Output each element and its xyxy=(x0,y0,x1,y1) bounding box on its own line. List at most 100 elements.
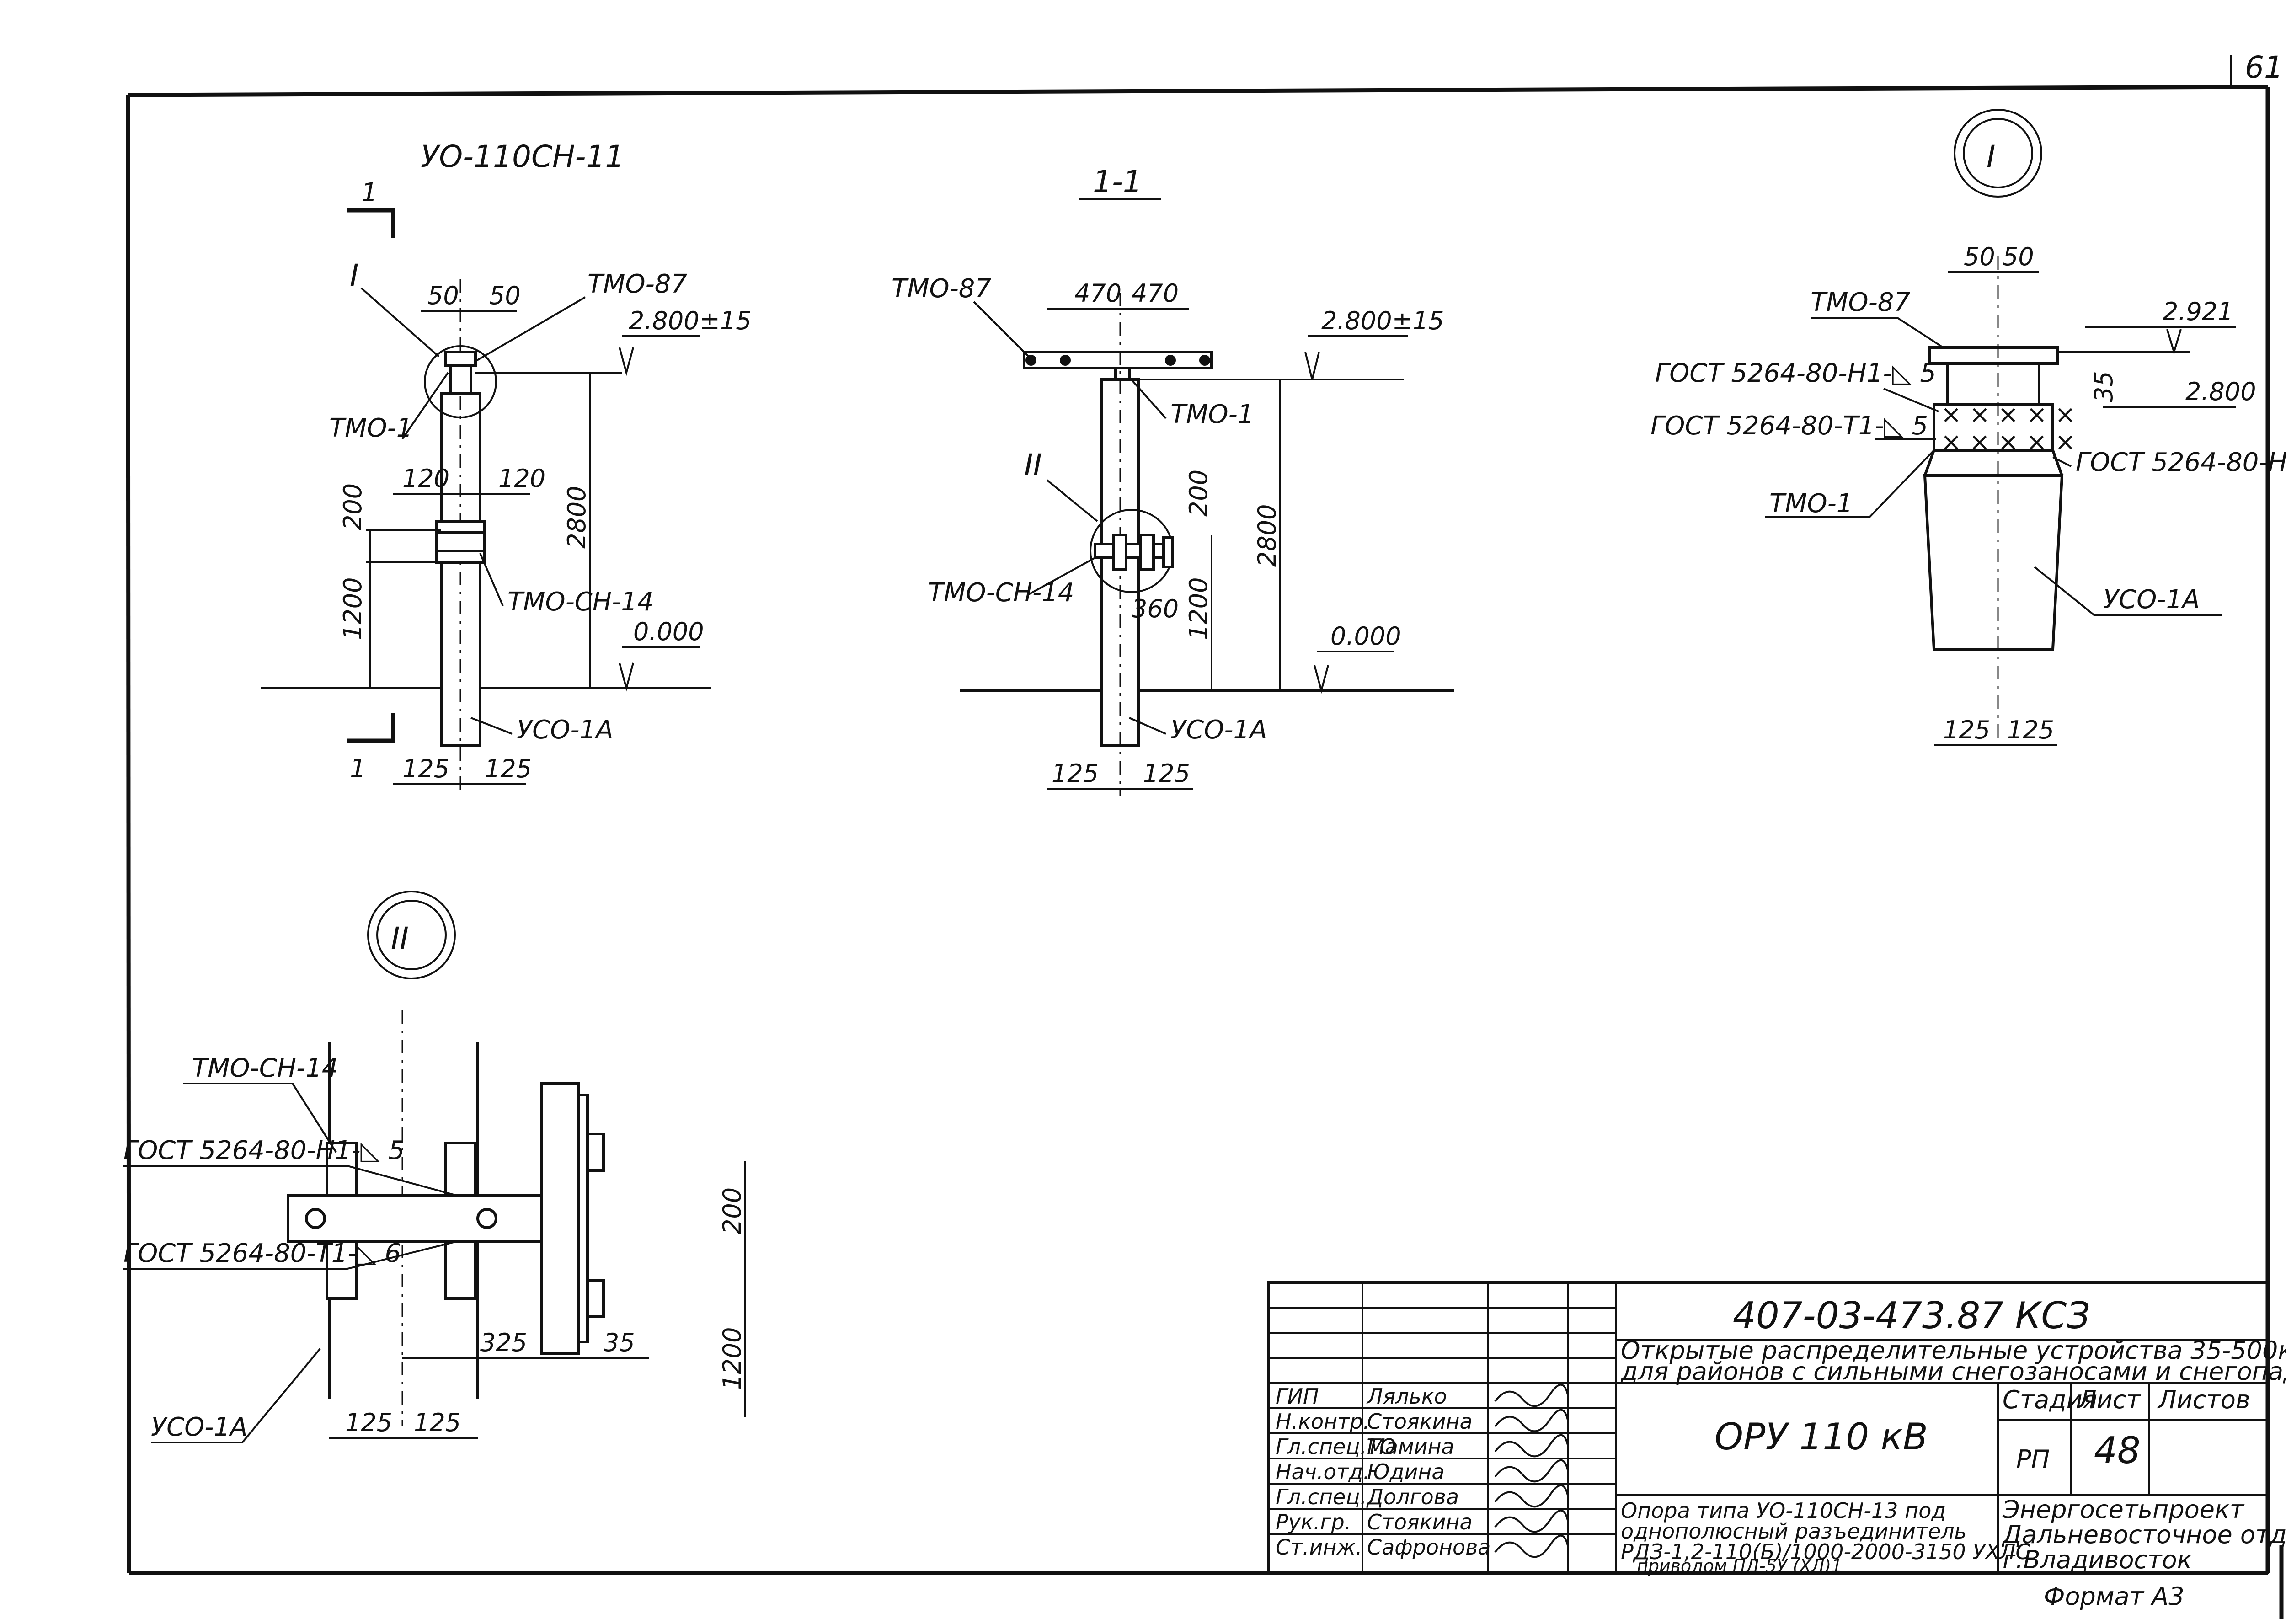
dim-50-left-n: 50 xyxy=(1964,242,1995,271)
tb-org-line3: г.Владивосток xyxy=(2003,1545,2192,1574)
elev-zero: 0.000 xyxy=(633,617,704,646)
view-section-1-1: 1-1 ТМО-87 ТМО-1 II ТМО-СН-14 УСО-1А 470… xyxy=(892,164,1454,796)
view-title: УО-110СН-11 xyxy=(421,139,624,174)
section-title: 1-1 xyxy=(1093,164,1142,199)
label-gost-n1: ГОСТ 5264-80-Н1-◺ 5 xyxy=(1655,358,1936,388)
label-uso1a-s: УСО-1А xyxy=(1170,715,1267,745)
view-elevation: УО-110СН-11 1 1 I ТМО-87 ТМО-1 ТМО-СН-14… xyxy=(261,139,752,796)
dim-200-s: 200 xyxy=(1184,470,1213,517)
dim-200: 200 xyxy=(338,483,367,530)
tb-role-3: Нач.отд. xyxy=(1276,1459,1370,1484)
dim-35: 35 xyxy=(2089,371,2118,402)
label-tmo87-n: ТМО-87 xyxy=(1811,288,1910,317)
dim-125-left: 125 xyxy=(402,754,449,783)
elev-top: 2.800±15 xyxy=(629,306,752,335)
view-node-II: II ТМО-СН-14 ГОСТ 5264-80-Н1-◺ 5 ГОСТ 52… xyxy=(123,891,747,1443)
dim-1200-s: 1200 xyxy=(1184,577,1213,640)
tb-org-line1: Энергосетьпроект xyxy=(2002,1495,2245,1524)
tb-object: ОРУ 110 кВ xyxy=(1714,1416,1928,1458)
label-tmo-ch14: ТМО-СН-14 xyxy=(507,587,653,617)
dim-325: 325 xyxy=(480,1328,527,1357)
dim-50-right: 50 xyxy=(489,281,521,310)
dim-200-n2: 200 xyxy=(718,1187,747,1234)
dim-470-left: 470 xyxy=(1074,279,1122,308)
weld-marks-bottom: × × × × × xyxy=(1941,427,2076,456)
label-gost-n1-r: ГОСТ 5264-80-Н1-◺ 5 xyxy=(2076,448,2286,477)
tb-role-0: ГИП xyxy=(1276,1384,1319,1409)
section-marker-top: 1 xyxy=(361,178,378,208)
label-tmo1: ТМО-1 xyxy=(329,413,412,443)
dim-125-right: 125 xyxy=(485,754,532,783)
elev-top-s: 2.800±15 xyxy=(1321,306,1444,335)
label-uso1a-n: УСО-1А xyxy=(2103,585,2200,614)
tb-role-6: Ст.инж. xyxy=(1276,1535,1362,1560)
tb-code: 407-03-473.87 КСЗ xyxy=(1733,1294,2090,1337)
tb-project-line1: Открытые распределительные устройства 35… xyxy=(1621,1336,2286,1365)
dim-1200-n2: 1200 xyxy=(718,1327,747,1390)
tb-desc-line1: Опора типа УО-110СН-13 под xyxy=(1621,1498,1946,1523)
tb-role-2: Гл.спец.ТО xyxy=(1276,1434,1396,1459)
page-number: 61 xyxy=(2245,50,2283,85)
tb-sheet: 48 xyxy=(2094,1429,2141,1472)
label-gost-t1-6: ГОСТ 5264-80-Т1-◺ 6 xyxy=(123,1239,401,1268)
tb-name-4: Долгова xyxy=(1366,1485,1459,1509)
dim-2800-s: 2800 xyxy=(1253,504,1282,567)
tb-stage-header: Стадия xyxy=(2003,1385,2097,1414)
dim-125-left-n2: 125 xyxy=(345,1408,392,1437)
tb-desc-line4: приводом ПД-5У (ХЛ)1 xyxy=(1637,1556,1842,1576)
dim-50-left: 50 xyxy=(427,281,459,310)
tb-sheets-header: Листов xyxy=(2157,1385,2250,1414)
tb-name-6: Сафронова xyxy=(1367,1535,1491,1560)
node-II-badge: II xyxy=(391,921,409,956)
tb-role-1: Н.контр. xyxy=(1276,1409,1370,1434)
section-marker-bottom: 1 xyxy=(350,754,366,784)
dim-125-right-n: 125 xyxy=(2007,716,2054,744)
node-I-label: I xyxy=(350,258,358,293)
label-uso1a-n2: УСО-1А xyxy=(151,1412,247,1442)
dim-125-left-s: 125 xyxy=(1052,759,1099,788)
dim-120-left: 120 xyxy=(402,464,449,493)
dim-50-right-n: 50 xyxy=(2003,242,2034,271)
dim-35-n2: 35 xyxy=(604,1328,635,1357)
tb-org-line2: Дальневосточное отд. xyxy=(2002,1520,2286,1549)
label-uso1a: УСО-1А xyxy=(517,715,613,745)
node-I-badge: I xyxy=(1987,139,1995,174)
dim-470-right: 470 xyxy=(1132,279,1179,308)
elev-2800-n: 2.800 xyxy=(2185,377,2256,406)
dim-120-right: 120 xyxy=(498,464,545,493)
signatures xyxy=(1494,1384,1569,1558)
label-tmo87-s: ТМО-87 xyxy=(892,274,991,304)
tb-project-line2: для районов с сильными снегозаносами и с… xyxy=(1620,1357,2286,1386)
node-II-label: II xyxy=(1024,448,1042,483)
tb-role-5: Рук.гр. xyxy=(1276,1510,1351,1534)
tb-name-1: Стоякина xyxy=(1367,1409,1473,1434)
elev-zero-s: 0.000 xyxy=(1330,622,1401,651)
tb-desc-line3: РДЗ-1,2-110(Б)/1000-2000-3150 УХЛС xyxy=(1621,1539,2030,1564)
tb-desc-line2: однополюсный разъединитель xyxy=(1621,1519,1967,1544)
label-gost-n1-n2: ГОСТ 5264-80-Н1-◺ 5 xyxy=(123,1136,405,1165)
dim-125-left-n: 125 xyxy=(1943,716,1990,744)
tb-name-0: Лялько xyxy=(1366,1384,1447,1409)
label-tmo1-s: ТМО-1 xyxy=(1170,400,1254,429)
tb-sheet-header: Лист xyxy=(2077,1385,2141,1414)
label-tmo-ch14-n2: ТМО-СН-14 xyxy=(192,1053,338,1083)
dim-125-right-n2: 125 xyxy=(414,1408,461,1437)
elev-2921: 2.921 xyxy=(2163,297,2233,326)
weld-marks-top: × × × × × xyxy=(1941,400,2076,429)
view-node-I: I × × × × × × × × × × 50 50 ТМО-87 ГОСТ … xyxy=(1650,109,2286,746)
dim-2800: 2800 xyxy=(562,486,591,549)
dim-360: 360 xyxy=(1132,594,1179,623)
label-tmo1-n: ТМО-1 xyxy=(1769,489,1853,518)
label-gost-t1: ГОСТ 5264-80-Т1-◺ 5 xyxy=(1650,411,1928,441)
tb-name-3: Юдина xyxy=(1367,1459,1445,1484)
title-block: 407-03-473.87 КСЗ Открытые распределител… xyxy=(1267,1281,2286,1611)
dim-1200: 1200 xyxy=(338,577,367,640)
tb-format: Формат А3 xyxy=(2044,1582,2185,1611)
tb-role-4: Гл.спец. xyxy=(1276,1485,1367,1509)
tb-name-5: Стоякина xyxy=(1367,1510,1473,1534)
tb-stage: РП xyxy=(2016,1445,2050,1474)
tb-name-2: Мамина xyxy=(1367,1434,1454,1459)
dim-125-right-s: 125 xyxy=(1143,759,1190,788)
label-tmo87: ТМО-87 xyxy=(588,269,687,299)
